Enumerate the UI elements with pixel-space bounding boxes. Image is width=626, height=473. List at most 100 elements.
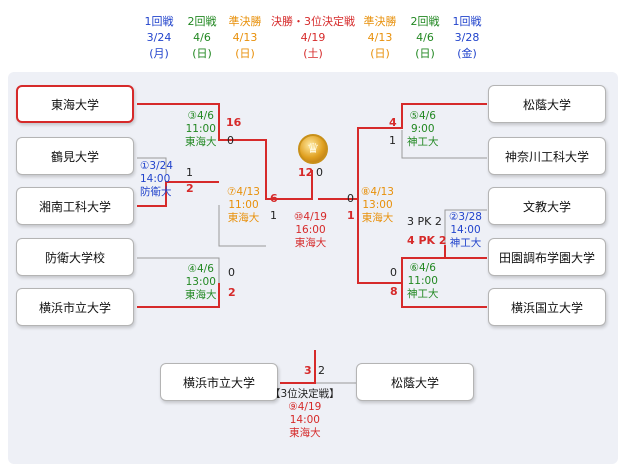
team-bunkyo[interactable]: 文教大学 — [488, 187, 606, 225]
team-boei[interactable]: 防衛大学校 — [16, 238, 134, 276]
game-venue: 神工大 — [407, 288, 439, 300]
game-time: 14:00 — [450, 224, 481, 236]
round-day: (土) — [303, 47, 323, 60]
game-no: ⑥4/6 — [409, 262, 436, 274]
header-col-3: 準決勝 4/13 (日) — [215, 14, 275, 62]
game-no: ⑤4/6 — [409, 110, 436, 122]
game-no: ⑩4/19 — [294, 211, 327, 223]
score-g8-kokuritsu: 1 — [347, 209, 355, 222]
round-date: 4/13 — [232, 31, 258, 44]
team-third-yokohama-shiritsu[interactable]: 横浜市立大学 — [160, 363, 278, 401]
score-g9-yokohama: 3 — [304, 364, 312, 377]
game-venue: 東海大 — [294, 237, 327, 249]
game-venue: 東海大 — [361, 212, 394, 224]
score-g1-shonan: 2 — [186, 182, 194, 195]
team-third-shoin[interactable]: 松蔭大学 — [356, 363, 474, 401]
team-tsurumi[interactable]: 鶴見大学 — [16, 137, 134, 175]
game-time: 11:00 — [228, 199, 259, 211]
game-no: ⑦4/13 — [227, 186, 260, 198]
game-no: ⑧4/13 — [361, 186, 394, 198]
game-time: 16:00 — [295, 224, 326, 236]
score-g5-kanagawa: 1 — [389, 134, 396, 147]
score-g1-tsurumi: 1 — [186, 166, 193, 179]
header-col-4: 決勝・3位決定戦 4/19 (土) — [267, 14, 359, 62]
score-g4-yokohama: 2 — [228, 286, 236, 299]
round-title: 準決勝 — [228, 15, 262, 28]
team-yokohama-shiritsu[interactable]: 横浜市立大学 — [16, 288, 134, 326]
round-date: 3/28 — [454, 31, 480, 44]
game-time: 13:00 — [362, 199, 393, 211]
game-time: 14:00 — [289, 414, 320, 426]
round-title: 準決勝 — [363, 15, 397, 28]
round-date: 3/24 — [146, 31, 172, 44]
header-col-1: 1回戦 3/24 (月) — [129, 14, 189, 62]
round-title: 決勝・3位決定戦 — [271, 15, 355, 28]
game-title: 【3位決定戦】 — [270, 388, 340, 400]
score-g10-tokai: 12 — [298, 166, 314, 179]
round-day: (日) — [370, 47, 390, 60]
game-time: 14:00 — [140, 173, 171, 185]
team-shonan-koka[interactable]: 湘南工科大学 — [16, 187, 134, 225]
game-no: ①3/24 — [140, 160, 173, 172]
header-col-2: 2回戦 4/6 (日) — [172, 14, 232, 62]
game-time: 11:00 — [185, 123, 216, 135]
game-time: 11:00 — [407, 275, 438, 287]
score-g6-denen: 0 — [390, 266, 397, 279]
score-g10-shoin: 0 — [316, 166, 323, 179]
score-g5-shoin: 4 — [389, 116, 397, 129]
header-col-5: 準決勝 4/13 (日) — [350, 14, 410, 62]
round-date: 4/6 — [193, 31, 211, 44]
game-venue: 神工大 — [449, 237, 482, 249]
team-yokohama-kokuritsu[interactable]: 横浜国立大学 — [488, 288, 606, 326]
header-col-7: 1回戦 3/28 (金) — [437, 14, 497, 62]
score-g3-tokai: 16 — [226, 116, 242, 129]
team-tokai[interactable]: 東海大学 — [16, 85, 134, 123]
game-time: 9:00 — [410, 123, 435, 135]
round-date: 4/6 — [416, 31, 434, 44]
team-denen-chofu[interactable]: 田園調布学園大学 — [488, 238, 606, 276]
round-date: 4/13 — [367, 31, 393, 44]
score-g2-bunkyo: 3 PK 2 — [407, 215, 442, 228]
game-venue: 東海大 — [185, 136, 217, 148]
game-venue: 東海大 — [289, 427, 321, 439]
round-date: 4/19 — [300, 31, 326, 44]
score-g8-shoin: 0 — [347, 192, 354, 205]
game-time: 13:00 — [185, 276, 216, 288]
trophy-icon: ♛ — [298, 134, 328, 164]
score-g2-denen: 4 PK 2 — [407, 234, 447, 247]
round-title: 2回戦 — [187, 15, 217, 28]
game-venue: 東海大 — [227, 212, 260, 224]
game-no: ③4/6 — [187, 110, 214, 122]
game-venue: 東海大 — [185, 289, 217, 301]
score-g7-tokai: 6 — [270, 192, 278, 205]
round-title: 1回戦 — [452, 15, 482, 28]
round-title: 1回戦 — [144, 15, 174, 28]
round-day: (日) — [235, 47, 255, 60]
game-venue: 神工大 — [407, 136, 439, 148]
round-day: (金) — [457, 47, 477, 60]
round-day: (月) — [149, 47, 169, 60]
team-shoin[interactable]: 松蔭大学 — [488, 85, 606, 123]
header-col-6: 2回戦 4/6 (日) — [395, 14, 455, 62]
game-no: ④4/6 — [187, 263, 214, 275]
round-day: (日) — [192, 47, 212, 60]
score-g4-boei: 0 — [228, 266, 235, 279]
game-venue: 防衛大 — [140, 186, 172, 198]
game-no: ⑨4/19 — [288, 401, 322, 413]
score-g7-yokohama: 1 — [270, 209, 277, 222]
score-g3-tsurumi: 0 — [227, 134, 234, 147]
round-day: (日) — [415, 47, 435, 60]
team-kanagawa-koka[interactable]: 神奈川工科大学 — [488, 137, 606, 175]
round-title: 2回戦 — [410, 15, 440, 28]
